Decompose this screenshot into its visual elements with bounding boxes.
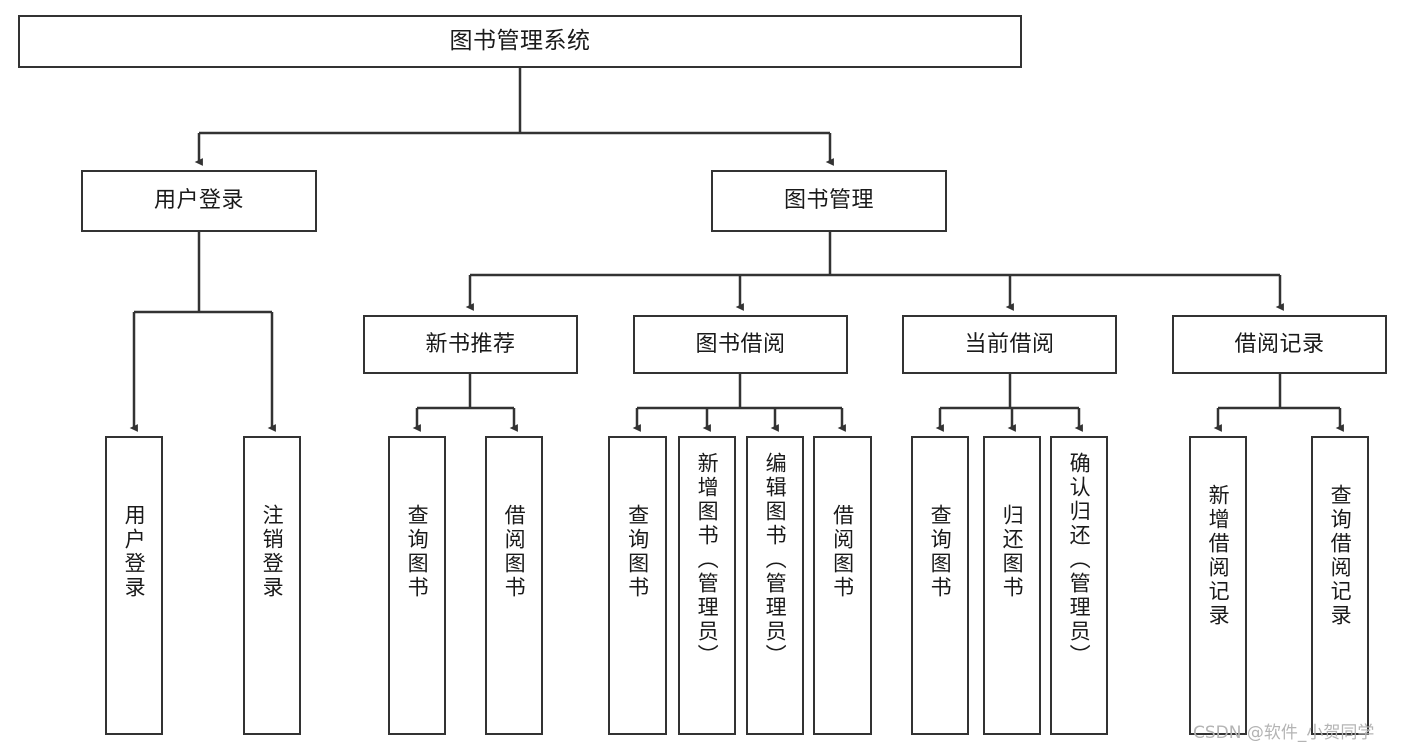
node-label: 图书借阅 xyxy=(695,331,786,357)
node-label: 新书推荐 xyxy=(425,331,516,357)
node-label: 确认归还（管理员） xyxy=(1067,452,1092,668)
node-label: 借阅图书 xyxy=(502,504,527,600)
leaf-query-book-current[interactable]: 查询图书 xyxy=(911,436,969,735)
node-label: 借阅图书 xyxy=(830,504,855,600)
node-new-book-recommend[interactable]: 新书推荐 xyxy=(363,315,578,374)
node-label: 编辑图书（管理员） xyxy=(763,452,788,668)
leaf-edit-book-admin[interactable]: 编辑图书（管理员） xyxy=(746,436,804,735)
leaf-borrow-book[interactable]: 借阅图书 xyxy=(813,436,872,735)
node-label: 注销登录 xyxy=(260,504,285,600)
node-root-system[interactable]: 图书管理系统 xyxy=(18,15,1022,68)
leaf-add-borrow-record[interactable]: 新增借阅记录 xyxy=(1189,436,1247,735)
leaf-return-book[interactable]: 归还图书 xyxy=(983,436,1041,735)
node-current-borrow[interactable]: 当前借阅 xyxy=(902,315,1117,374)
node-label: 新增图书（管理员） xyxy=(695,452,720,668)
leaf-query-book-borrow[interactable]: 查询图书 xyxy=(608,436,667,735)
node-borrow-record[interactable]: 借阅记录 xyxy=(1172,315,1387,374)
node-label: 查询图书 xyxy=(405,504,430,600)
node-label: 查询借阅记录 xyxy=(1328,484,1353,628)
node-user-login[interactable]: 用户登录 xyxy=(81,170,317,232)
node-label: 新增借阅记录 xyxy=(1206,484,1231,628)
leaf-borrow-book-recommend[interactable]: 借阅图书 xyxy=(485,436,543,735)
leaf-logout[interactable]: 注销登录 xyxy=(243,436,301,735)
node-book-borrow[interactable]: 图书借阅 xyxy=(633,315,848,374)
node-book-management[interactable]: 图书管理 xyxy=(711,170,947,232)
node-label: 查询图书 xyxy=(625,504,650,600)
leaf-user-login[interactable]: 用户登录 xyxy=(105,436,163,735)
leaf-confirm-return-admin[interactable]: 确认归还（管理员） xyxy=(1050,436,1108,735)
leaf-query-book-recommend[interactable]: 查询图书 xyxy=(388,436,446,735)
node-label: 查询图书 xyxy=(928,504,953,600)
node-label: 图书管理系统 xyxy=(449,28,591,55)
node-label: 当前借阅 xyxy=(964,331,1055,357)
node-label: 用户登录 xyxy=(122,504,147,600)
leaf-add-book-admin[interactable]: 新增图书（管理员） xyxy=(678,436,736,735)
node-label: 借阅记录 xyxy=(1234,331,1325,357)
node-label: 用户登录 xyxy=(153,188,244,214)
node-label: 图书管理 xyxy=(783,188,874,214)
leaf-query-borrow-record[interactable]: 查询借阅记录 xyxy=(1311,436,1369,735)
node-label: 归还图书 xyxy=(1000,504,1025,600)
